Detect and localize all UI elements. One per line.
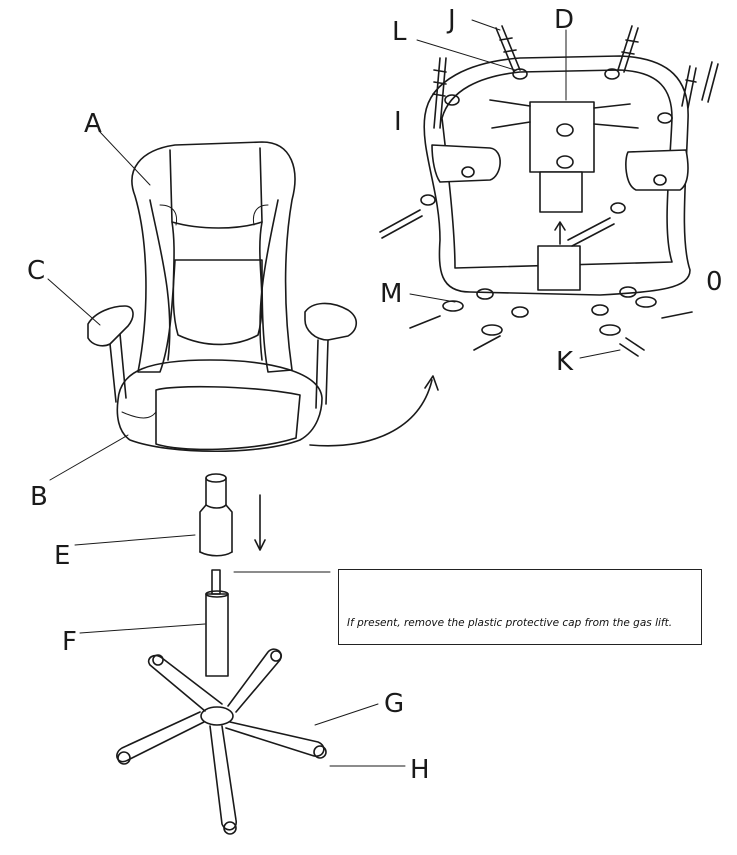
note-box: If present, remove the plastic protectiv…	[338, 569, 702, 645]
label-a: A	[84, 109, 102, 139]
screw-icon	[379, 25, 719, 357]
label-e: E	[54, 541, 70, 571]
label-c: C	[27, 256, 45, 286]
label-k: K	[556, 347, 574, 377]
label-h: H	[410, 755, 430, 785]
label-j: J	[446, 5, 456, 35]
cap-icon	[199, 473, 266, 557]
curved-arrow-icon	[309, 379, 433, 447]
seat-underside-icon	[379, 25, 719, 357]
label-l: L	[392, 17, 407, 47]
note-text: If present, remove the plastic protectiv…	[347, 617, 673, 629]
label-f: F	[62, 627, 77, 657]
star-base-icon	[116, 648, 327, 835]
chair-icon	[87, 141, 439, 453]
label-i: I	[394, 107, 402, 137]
label-o: 0	[706, 267, 723, 297]
washer-icon	[420, 68, 673, 336]
label-d: D	[554, 5, 574, 35]
gas-lift-icon	[205, 569, 229, 677]
label-g: G	[384, 689, 404, 719]
label-m: M	[380, 279, 402, 309]
label-b: B	[30, 482, 48, 512]
